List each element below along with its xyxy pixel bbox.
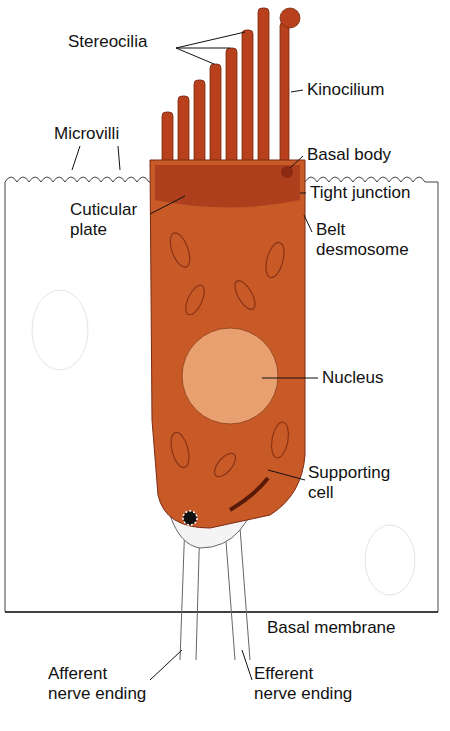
part-label: Microvilli bbox=[54, 124, 119, 144]
part-label: Basal membrane bbox=[267, 618, 396, 638]
part-label: Belt desmosome bbox=[316, 220, 416, 259]
part-label: Nucleus bbox=[322, 368, 383, 388]
part-label: Cuticular plate bbox=[70, 200, 155, 239]
part-label: Efferent nerve ending bbox=[254, 664, 357, 703]
part-label: Kinocilium bbox=[307, 80, 384, 100]
part-label: Supporting cell bbox=[308, 463, 403, 502]
part-label: Basal body bbox=[307, 145, 391, 165]
part-label: Afferent nerve ending bbox=[48, 664, 151, 703]
part-label: Stereocilia bbox=[68, 32, 147, 52]
part-label: Tight junction bbox=[310, 183, 410, 203]
